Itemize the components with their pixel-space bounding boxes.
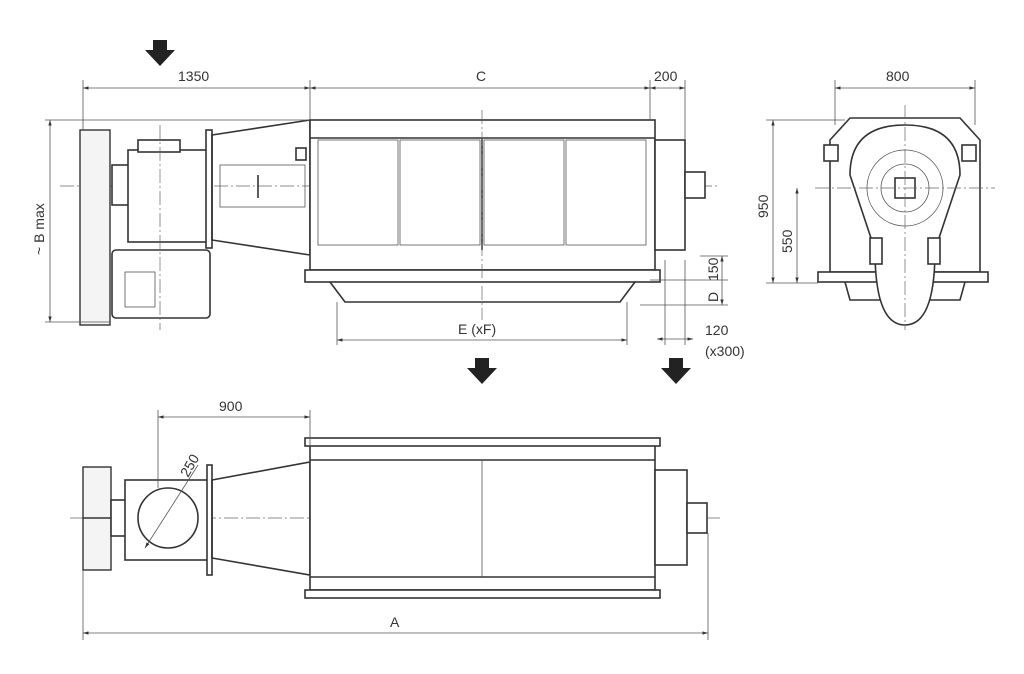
dim-200: 200: [654, 68, 678, 84]
dim-b-max: ~ B max: [31, 203, 47, 255]
base: [304, 269, 661, 283]
dim-1350: 1350: [178, 68, 209, 84]
dim-x300: (x300): [705, 343, 745, 359]
dim-250: 250: [177, 451, 203, 479]
dim-c: C: [476, 68, 486, 84]
dim-800: 800: [886, 68, 910, 84]
screen-body-top: [309, 444, 656, 591]
dim-550: 550: [779, 229, 795, 253]
side-view: [60, 110, 720, 330]
dim-a: A: [390, 614, 400, 630]
motor: [111, 249, 211, 319]
dim-150: 150: [705, 257, 721, 281]
hopper: [329, 281, 636, 303]
dim-e-xf: E (xF): [458, 321, 496, 337]
inlet-arrow-icon: [145, 40, 175, 66]
inlet-opening: [137, 487, 199, 549]
end-view: 800 950 550: [755, 68, 995, 330]
dim-950: 950: [755, 194, 771, 218]
outlet-arrow-icon: [661, 358, 691, 384]
drive-plate: [79, 129, 111, 326]
gearbox: [127, 149, 209, 243]
dim-d: D: [705, 292, 721, 302]
top-view: 900 250 A: [70, 398, 720, 640]
dim-120: 120: [705, 322, 729, 338]
dim-900: 900: [219, 398, 243, 414]
side-view-dimensions: 1350 C 200 ~ B max E (xF) 150 D 120 (x30…: [31, 68, 745, 359]
cone: [211, 119, 311, 256]
outlet-arrow-icon: [467, 358, 497, 384]
